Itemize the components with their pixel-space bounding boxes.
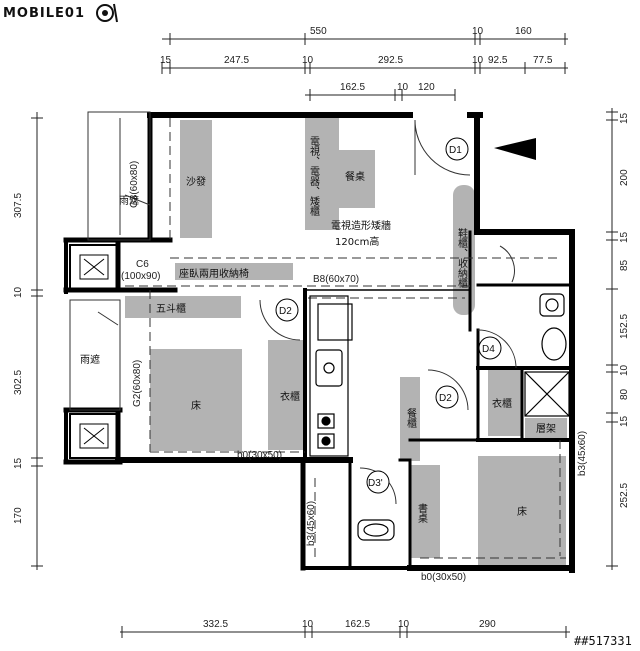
- dim-right-152: 152.5: [619, 314, 630, 339]
- dim-top-247: 247.5: [224, 55, 249, 66]
- bench-block: [175, 263, 293, 280]
- dim-left-10: 10: [13, 286, 24, 298]
- dim-top-10c: 10: [472, 55, 484, 66]
- label-rain-shade-top: 雨遮: [119, 194, 139, 207]
- label-tv-wall: 電視造形矮牆: [331, 219, 391, 232]
- label-cupboard: 餐櫃: [405, 407, 417, 429]
- dim-right-85: 85: [619, 259, 630, 271]
- dim-top-77: 77.5: [533, 55, 553, 66]
- top-dimensions: [161, 33, 568, 101]
- label-beam-b8: B8(60x70): [313, 274, 359, 285]
- label-tv-cabinet: 電視、電器、矮櫃: [308, 136, 320, 217]
- dresser-block: [125, 296, 241, 318]
- label-b3-left: b3(45x60): [306, 501, 317, 546]
- dim-bottom-290: 290: [479, 619, 496, 630]
- columns: [69, 244, 119, 459]
- washer-icon: [357, 519, 395, 541]
- label-g3: G3(60x80): [129, 161, 140, 208]
- label-bed-right: 床: [517, 505, 527, 518]
- dim-top-162: 162.5: [340, 82, 365, 93]
- bottom-dimensions: [120, 626, 570, 638]
- label-beam-b0-bottom: b0(30x50): [421, 572, 466, 583]
- dim-right-15c: 15: [619, 415, 630, 427]
- label-g2: G2(60x80): [132, 360, 143, 407]
- label-sofa: 沙發: [186, 175, 206, 188]
- label-dresser: 五斗櫃: [156, 302, 186, 315]
- dim-right-252: 252.5: [619, 483, 630, 508]
- door-label-d2-right: D2: [439, 393, 452, 404]
- label-c6-size: (100x90): [121, 271, 160, 282]
- desk-block: [410, 465, 440, 558]
- sink-icon: [315, 349, 343, 387]
- dim-right-10: 10: [619, 364, 630, 376]
- door-label-d4: D4: [482, 344, 495, 355]
- dim-top-160: 160: [515, 26, 532, 37]
- dim-bottom-162: 162.5: [345, 619, 370, 630]
- logo-text: MOBILE01: [3, 6, 85, 21]
- logo-icon: [96, 3, 118, 23]
- bed-right-block: [478, 456, 566, 566]
- dim-left-170: 170: [13, 507, 24, 524]
- door-label-circles: [275, 137, 502, 494]
- dim-left-15: 15: [13, 457, 24, 469]
- label-shoe-cabinet: 鞋櫃、收納櫃: [456, 227, 468, 289]
- dim-left-302: 302.5: [13, 370, 24, 395]
- shelf-block: [525, 418, 567, 438]
- label-bench: 座臥兩用收納椅: [179, 267, 249, 280]
- door-label-d1: D1: [449, 145, 462, 156]
- basin-icon: [539, 293, 565, 317]
- right-dimensions: [606, 108, 618, 570]
- label-wardrobe-left: 衣櫃: [280, 390, 300, 403]
- dim-top-15: 15: [160, 55, 172, 66]
- label-beam-b0-left: b0(30x50): [237, 450, 282, 461]
- sink-drain-icon: [323, 362, 335, 374]
- dim-right-15a: 15: [619, 112, 630, 124]
- balcony-outlines: [69, 111, 151, 411]
- entrance-arrow-icon: [494, 138, 536, 160]
- dining-table-block: [339, 150, 375, 208]
- door-label-d3: D3': [368, 478, 383, 489]
- label-c6: C6: [136, 259, 149, 270]
- bathroom-fixtures: [357, 293, 570, 541]
- furniture: [125, 118, 567, 566]
- label-rain-shade-left: 雨遮: [80, 353, 100, 366]
- dim-top-92: 92.5: [488, 55, 508, 66]
- sofa-block: [180, 120, 212, 238]
- tv-cabinet-block: [305, 118, 339, 230]
- watermark: ##517331: [574, 634, 632, 648]
- dim-top-550: 550: [310, 26, 327, 37]
- dim-bottom-10b: 10: [398, 619, 410, 630]
- kitchen-counter: [309, 295, 353, 457]
- label-shelf: 層架: [536, 423, 556, 435]
- dim-right-15b: 15: [619, 231, 630, 243]
- label-desk: 書桌: [416, 502, 428, 524]
- dim-top-10b: 10: [302, 55, 314, 66]
- dim-top-10d: 10: [397, 82, 409, 93]
- label-bed-left: 床: [191, 399, 201, 412]
- left-dimensions: [31, 112, 43, 570]
- wardrobe-left-block: [268, 340, 306, 450]
- label-dining-table: 餐桌: [345, 170, 365, 183]
- toilet-icon: [541, 327, 567, 361]
- label-b3-right: b3(45x60): [577, 431, 588, 476]
- dim-bottom-10a: 10: [302, 619, 314, 630]
- dim-left-307: 307.5: [13, 193, 24, 218]
- dim-right-200: 200: [619, 169, 630, 186]
- label-tv-wall-height: 120cm高: [335, 235, 379, 248]
- door-label-d2-left: D2: [279, 306, 292, 317]
- stove-burner-icon: [317, 433, 335, 449]
- dim-bottom-332: 332.5: [203, 619, 228, 630]
- label-wardrobe-right: 衣櫃: [492, 397, 512, 410]
- dim-top-292: 292.5: [378, 55, 403, 66]
- dim-right-80: 80: [619, 388, 630, 400]
- shower-icon: [524, 371, 570, 417]
- dim-top-10a: 10: [472, 26, 484, 37]
- dim-top-120: 120: [418, 82, 435, 93]
- beam-dashes: [125, 118, 566, 559]
- stove-burner-icon: [317, 413, 335, 429]
- wardrobe-right-block: [488, 370, 523, 436]
- bed-left-block: [150, 349, 242, 451]
